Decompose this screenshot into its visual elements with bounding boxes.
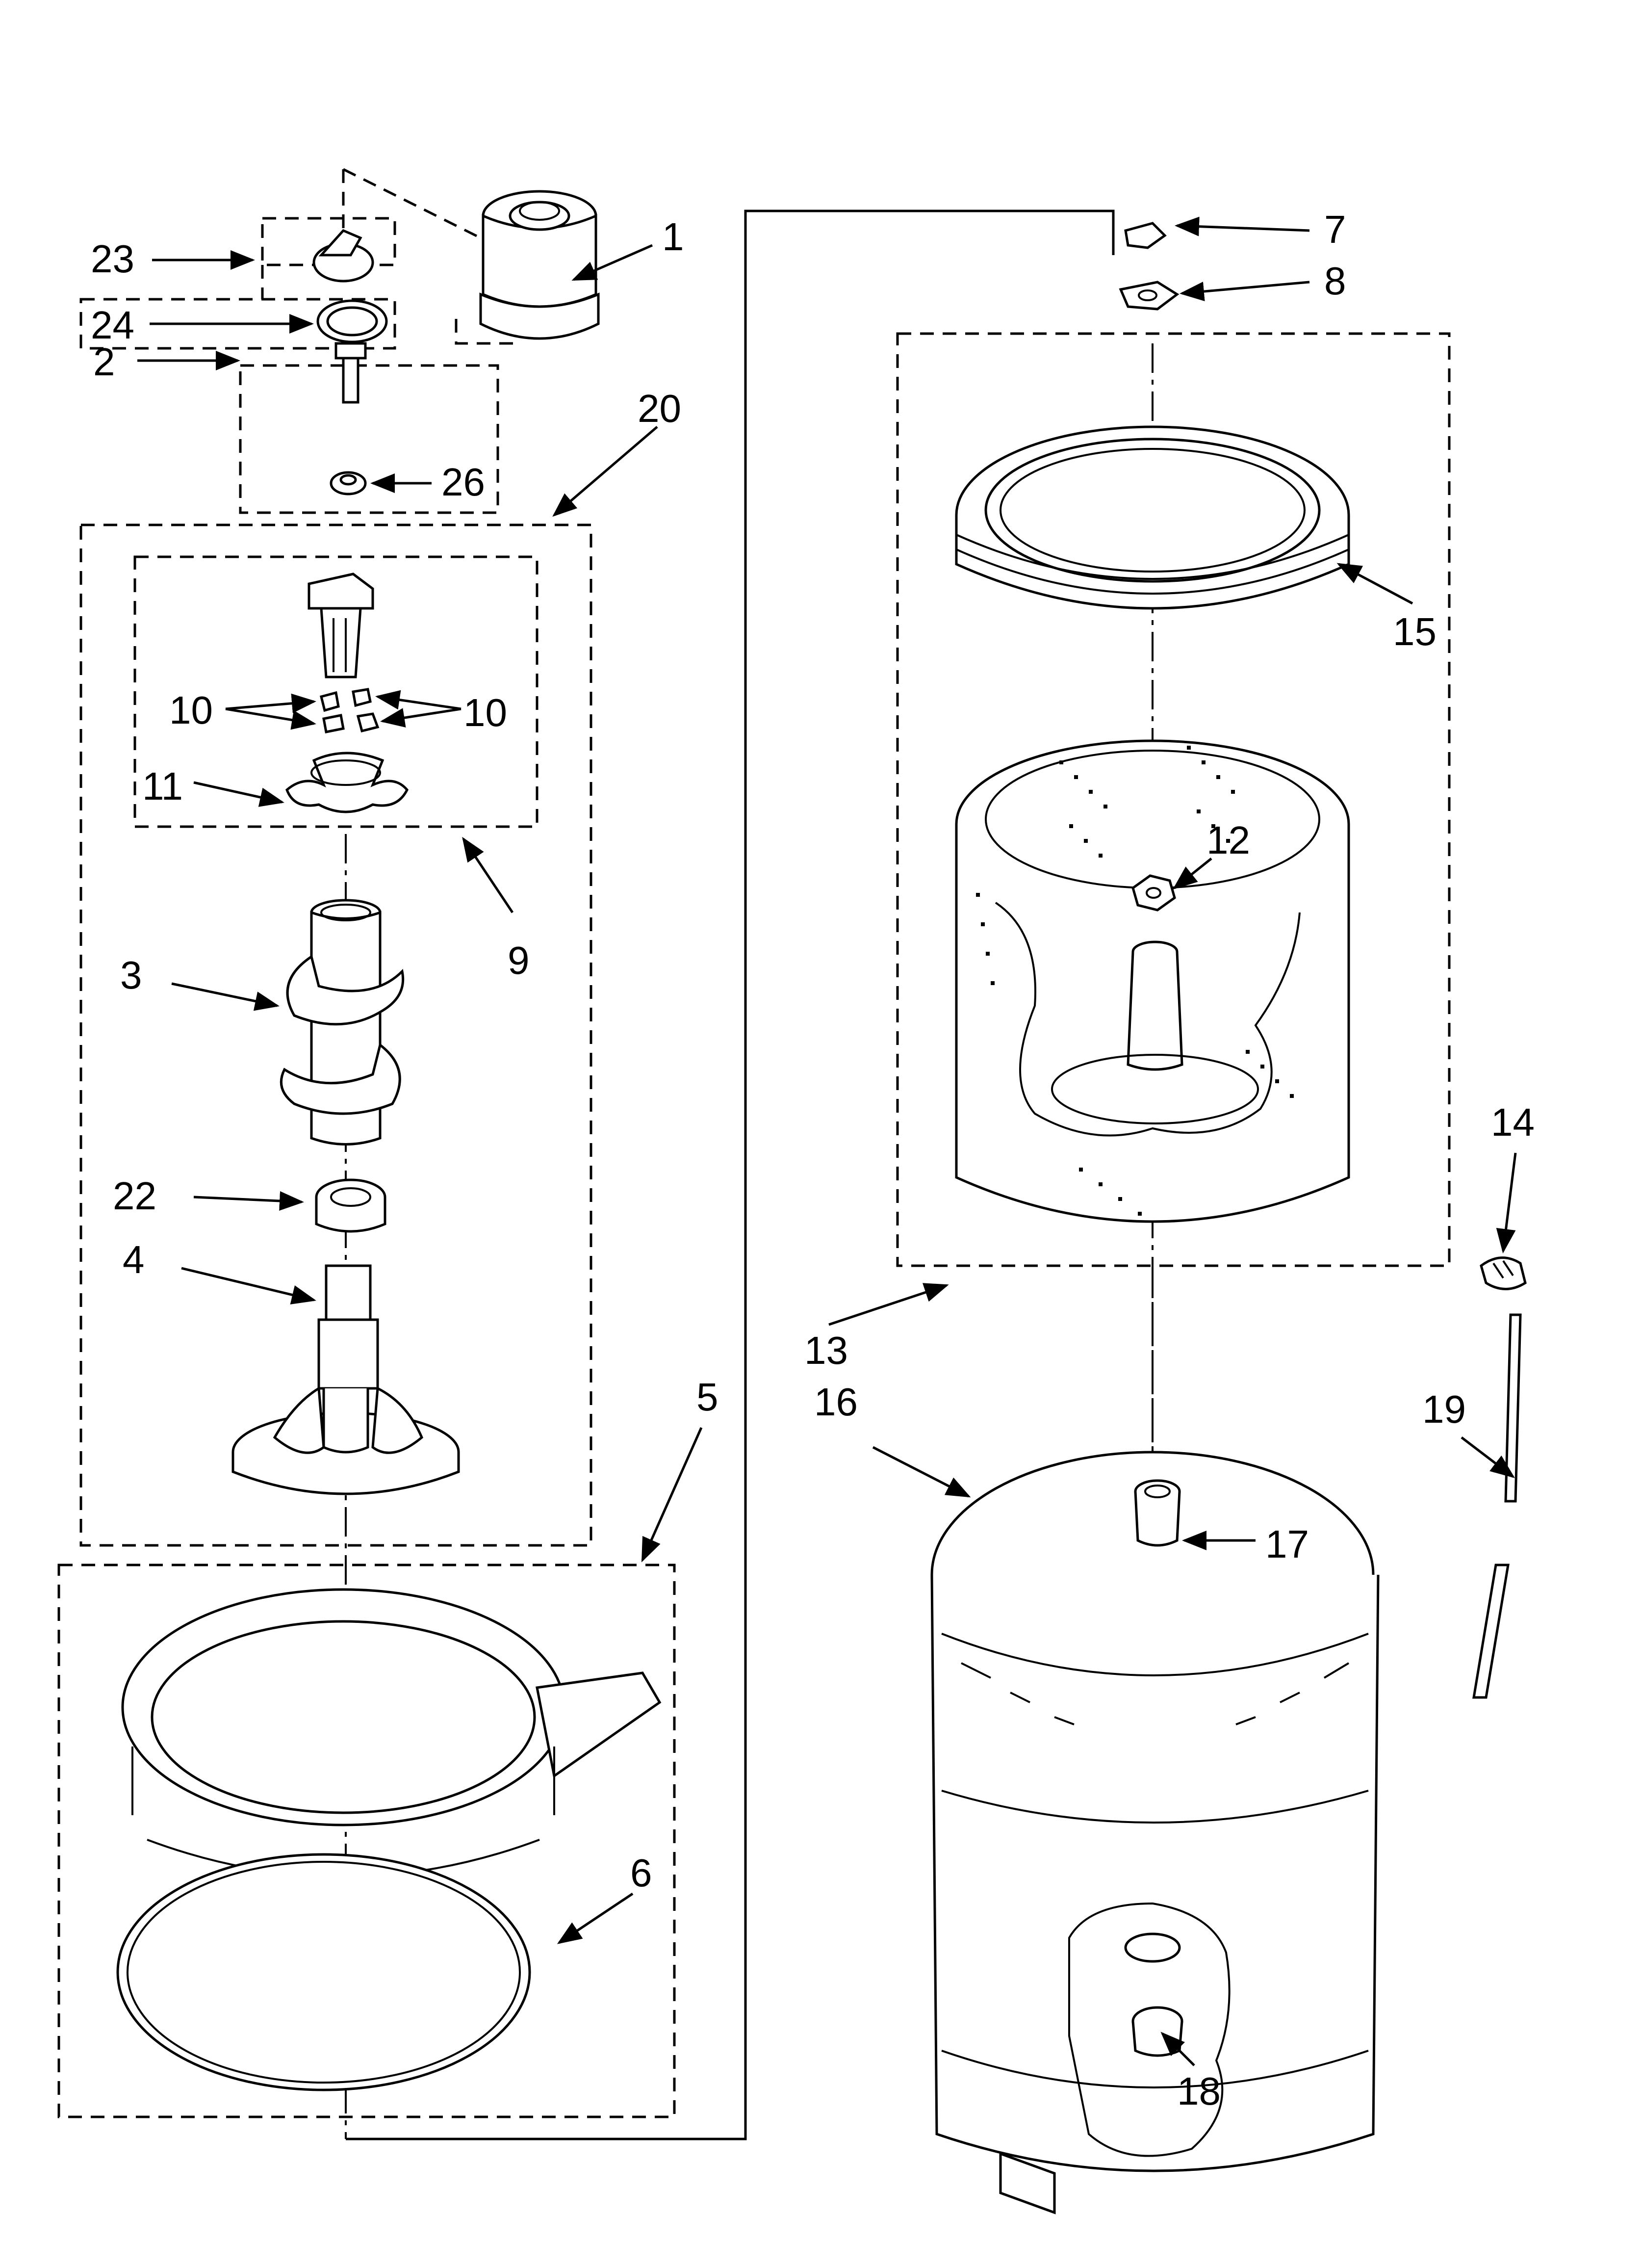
callout-6: 6 — [630, 1851, 652, 1895]
part-14-clamp — [1480, 1256, 1527, 1290]
leaders — [137, 216, 1517, 2066]
callout-8: 8 — [1324, 259, 1346, 303]
callout-19: 19 — [1422, 1387, 1466, 1431]
part-26-washer — [330, 471, 367, 495]
part-15-balance-ring — [955, 425, 1350, 610]
callout-10-right: 10 — [463, 691, 507, 734]
box-13 — [896, 332, 1451, 1267]
part-12-nut — [1131, 874, 1176, 912]
part-5-tub-ring — [121, 1588, 662, 1877]
callout-23: 23 — [91, 237, 134, 281]
callout-26: 26 — [441, 460, 485, 504]
part-19-hose — [1472, 1313, 1522, 1699]
callout-4: 4 — [123, 1238, 145, 1281]
part-1-filter — [479, 190, 600, 340]
callout-16: 16 — [814, 1380, 858, 1424]
part-10-dogs — [319, 688, 380, 733]
connector-1-to-23 — [342, 168, 515, 345]
box-24 — [79, 298, 396, 350]
callout-11: 11 — [142, 764, 183, 808]
callout-3: 3 — [120, 953, 142, 997]
group-boxes — [57, 217, 1451, 2118]
part-9-assembly — [308, 573, 374, 678]
callout-10-left: 10 — [169, 688, 213, 732]
callout-14: 14 — [1491, 1100, 1535, 1144]
callout-12: 12 — [1206, 818, 1250, 862]
frame-line — [346, 209, 1115, 2140]
box-5 — [57, 1564, 676, 2118]
callout-1: 1 — [662, 215, 684, 259]
box-20 — [79, 523, 592, 1547]
box-9 — [133, 555, 539, 828]
callout-7: 7 — [1324, 208, 1346, 251]
part-17-fitting — [1134, 1479, 1181, 1547]
callout-20: 20 — [638, 387, 681, 430]
part-3-auger — [280, 899, 405, 1146]
box-23 — [261, 217, 396, 266]
callout-15: 15 — [1393, 610, 1437, 653]
part-22-collar — [315, 1178, 386, 1233]
callout-5: 5 — [696, 1375, 718, 1419]
callout-17: 17 — [1265, 1522, 1309, 1566]
part-11-cam — [285, 752, 409, 813]
callout-18: 18 — [1177, 2069, 1221, 2113]
part-2-bolt — [334, 342, 367, 404]
box-2 — [239, 364, 499, 514]
callout-13: 13 — [804, 1329, 848, 1372]
callout-2: 2 — [93, 340, 115, 384]
part-16-outer-tub — [930, 1451, 1380, 2215]
part-4-agitator-base — [231, 1264, 460, 1495]
callout-24: 24 — [91, 303, 134, 347]
callouts: 1 2 3 4 5 6 7 8 9 10 10 11 12 13 14 15 1… — [91, 208, 1535, 2113]
callout-22: 22 — [113, 1174, 156, 1218]
callout-9: 9 — [508, 938, 530, 982]
part-8-clip — [1119, 281, 1180, 311]
part-24-ring — [316, 299, 388, 343]
part-7-clip — [1124, 222, 1167, 249]
part-6-seal — [116, 1853, 531, 2091]
part-23-cap — [312, 229, 374, 283]
part-13-basket — [955, 739, 1350, 1223]
